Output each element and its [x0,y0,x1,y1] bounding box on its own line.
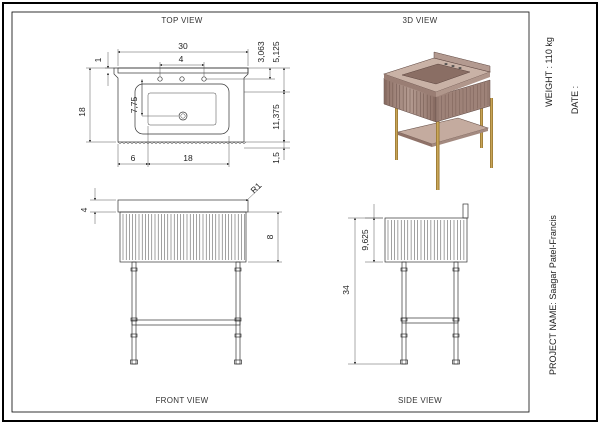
dim-bowl-18: 18 [183,153,193,163]
front-leg-right-ring [234,267,242,272]
iso-leg-back-left [395,98,398,160]
dim-6: 6 [131,153,136,163]
top-basin [134,83,230,135]
drain-inner [180,113,186,119]
front-stretcher [131,319,241,326]
drain [178,111,188,121]
side-leg-left-foot [400,359,408,365]
dim-3-063: 3,063 [256,41,266,63]
top-backsplash [117,67,249,74]
date-label: DATE : [570,86,580,114]
front-leg-left-ring [130,267,138,272]
dim-1-5: 1,5 [271,152,281,164]
front-leg-right [235,261,241,365]
dim-faucet-4: 4 [179,54,184,64]
dim-front-r1: R1 [248,180,263,195]
side-leg-right-foot [452,359,460,365]
iso-leg-front-right [490,98,493,168]
dim-side-34: 34 [341,285,351,295]
faucet-hole-center [179,76,185,82]
iso-leg-front-left [436,112,440,190]
top-view: 30 4 1 18 7,75 3,063 5,125 [77,41,290,167]
front-view-label: FRONT VIEW [155,396,208,405]
top-basin-inner [147,92,217,126]
title-block: WEIGHT : 110 kg DATE : PROJECT NAME: Saa… [528,12,580,412]
front-top-slab [117,199,249,213]
top-scalloped-edge [117,141,247,144]
dim-depth-18: 18 [77,107,87,117]
top-view-label: TOP VIEW [161,16,202,25]
front-leg-right-ring [234,333,242,338]
side-leg-right [453,261,459,365]
faucet-hole-right [201,76,207,82]
dim-7-75: 7,75 [129,96,139,113]
front-leg-left-ring [130,317,138,322]
dim-5-125: 5,125 [271,41,281,63]
side-leg-left-ring [400,267,408,272]
side-stretcher [401,317,459,324]
iso-basin [401,63,471,85]
dim-side-9-625: 9,625 [360,229,370,251]
iso-view [383,51,493,190]
dim-front-8: 8 [265,234,275,239]
front-leg-left-foot [130,359,138,365]
dim-11-375: 11,375 [271,104,281,130]
front-cabinet [119,211,247,263]
side-backsplash [462,203,469,219]
side-leg-left-ring [400,333,408,338]
iso-view-label: 3D VIEW [403,16,438,25]
iso-leg-back-right [480,86,483,148]
faucet-hole-left [157,76,163,82]
side-leg-right-ring [452,333,460,338]
iso-shelf [396,117,490,145]
side-leg-right-ring [452,267,460,272]
side-view-label: SIDE VIEW [398,396,442,405]
dim-front-4: 4 [79,207,89,212]
side-leg-left [401,261,407,365]
front-leg-right-foot [234,359,242,365]
front-leg-left-ring [130,333,138,338]
side-cabinet [384,217,468,263]
project-name: PROJECT NAME: Saagar Patel-Francis [548,215,558,375]
dim-1: 1 [93,57,103,62]
front-leg-right-ring [234,317,242,322]
front-leg-left [131,261,137,365]
front-view: 4 R1 8 [79,180,282,365]
weight-label: WEIGHT : 110 kg [544,37,554,107]
side-view: 9,625 34 [341,203,469,365]
iso-backsplash [433,51,491,73]
dim-width-30: 30 [178,41,188,51]
